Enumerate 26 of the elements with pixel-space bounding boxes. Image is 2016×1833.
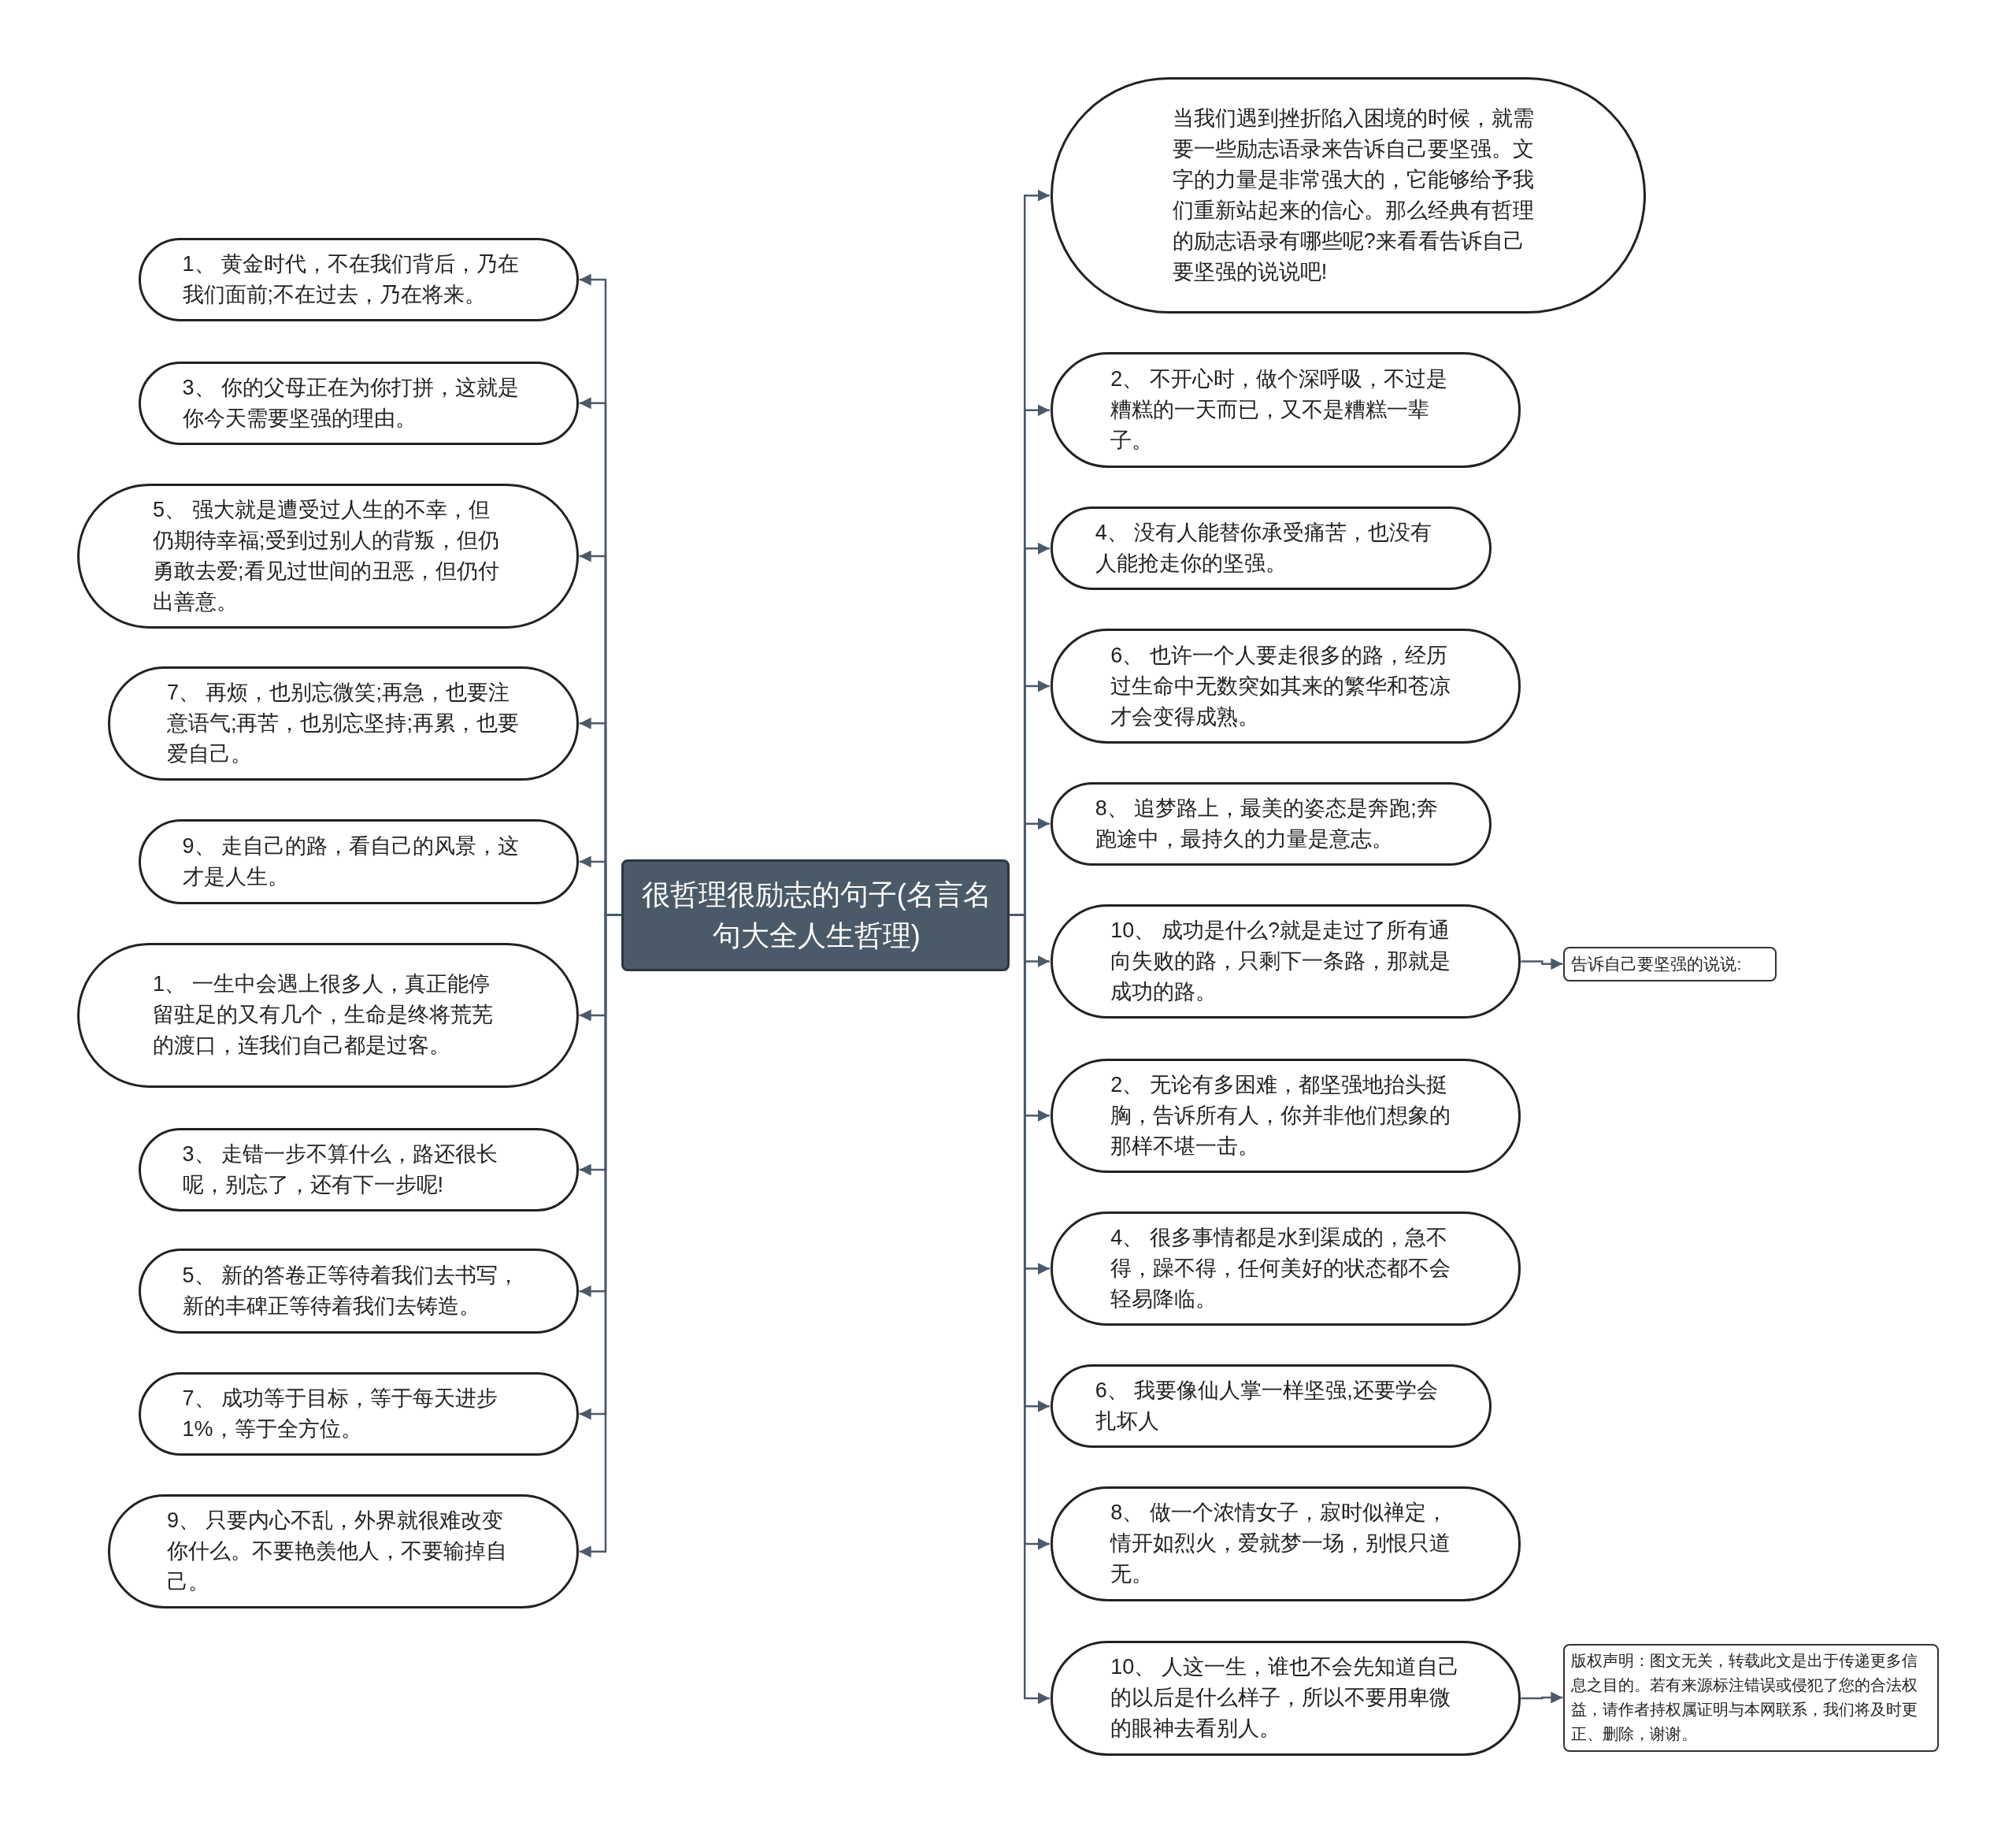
quote-bubble: 2、 无论有多困难，都坚强地抬头挺胸，告诉所有人，你并非他们想象的那样不堪一击。 [1050, 1058, 1521, 1173]
quote-bubble: 5、 新的答卷正等待着我们去书写，新的丰碑正等待着我们去铸造。 [139, 1249, 579, 1334]
quote-bubble: 10、 成功是什么?就是走过了所有通向失败的路，只剩下一条路，那就是成功的路。 [1050, 904, 1521, 1019]
quote-bubble: 4、 没有人能替你承受痛苦，也没有人能抢走你的坚强。 [1050, 506, 1492, 591]
quote-bubble: 3、 走错一步不算什么，路还很长呢，别忘了，还有下一步呢! [139, 1127, 579, 1211]
quote-bubble: 10、 人这一生，谁也不会先知道自己的以后是什么样子，所以不要用卑微的眼神去看别人。 [1050, 1641, 1521, 1756]
quote-bubble: 8、 做一个浓情女子，寂时似禅定，情开如烈火，爱就梦一场，别恨只道无。 [1050, 1486, 1521, 1601]
quote-bubble: 6、 我要像仙人掌一样坚强,还要学会扎坏人 [1050, 1364, 1492, 1449]
quote-bubble: 8、 追梦路上，最美的姿态是奔跑;奔跑途中，最持久的力量是意志。 [1050, 781, 1492, 866]
quote-bubble: 6、 也许一个人要走很多的路，经历过生命中无数突如其来的繁华和苍凉才会变得成熟。 [1050, 629, 1521, 744]
arrow [1521, 958, 1563, 970]
quote-bubble: 当我们遇到挫折陷入困境的时候，就需要一些励志语录来告诉自己要坚强。文字的力量是非常强大的，它能够给予我们重新站起来的信心。那么经典有哲理的励志语录有哪些呢?来看看告诉自己要坚强的说说吧! [1050, 76, 1646, 314]
quote-bubble: 5、 强大就是遭受过人生的不幸，但仍期待幸福;受到过别人的背叛，但仍勇敢去爱;看见过世间的丑恶，但仍付出善意。 [76, 483, 579, 629]
quote-bubble: 9、 只要内心不乱，外界就很难改变你什么。不要艳羡他人，不要输掉自己。 [108, 1494, 579, 1609]
quote-bubble: 3、 你的父母正在为你打拼，这就是你今天需要坚强的理由。 [139, 361, 579, 445]
note-box: 告诉自己要坚强的说说: [1563, 946, 1777, 981]
note-box: 版权声明：图文无关，转载此文是出于传递更多信息之目的。若有来源标注错误或侵犯了您的合法权益，请作者持权属证明与本网联系，我们将及时更正、删除，谢谢。 [1563, 1643, 1940, 1752]
quote-bubble: 1、 黄金时代，不在我们背后，乃在我们面前;不在过去，乃在将来。 [139, 238, 579, 322]
arrow [1521, 1691, 1563, 1704]
quote-bubble: 7、 成功等于目标，等于每天进步1%，等于全方位。 [139, 1372, 579, 1456]
quote-bubble: 4、 很多事情都是水到渠成的，急不得，躁不得，任何美好的状态都不会轻易降临。 [1050, 1211, 1521, 1327]
quote-bubble: 1、 一生中会遇上很多人，真正能停留驻足的又有几个，生命是终将荒芜的渡口，连我们自己都是过客。 [76, 942, 579, 1089]
topic-box: 很哲理很励志的句子(名言名句大全人生哲理) [621, 859, 1010, 971]
quote-bubble: 2、 不开心时，做个深呼吸，不过是糟糕的一天而已，又不是糟糕一辈子。 [1050, 352, 1521, 469]
quote-bubble: 9、 走自己的路，看自己的风景，这才是人生。 [139, 819, 579, 904]
quote-bubble: 7、 再烦，也别忘微笑;再急，也要注意语气;再苦，也别忘坚持;再累，也要爱自己。 [108, 666, 579, 781]
